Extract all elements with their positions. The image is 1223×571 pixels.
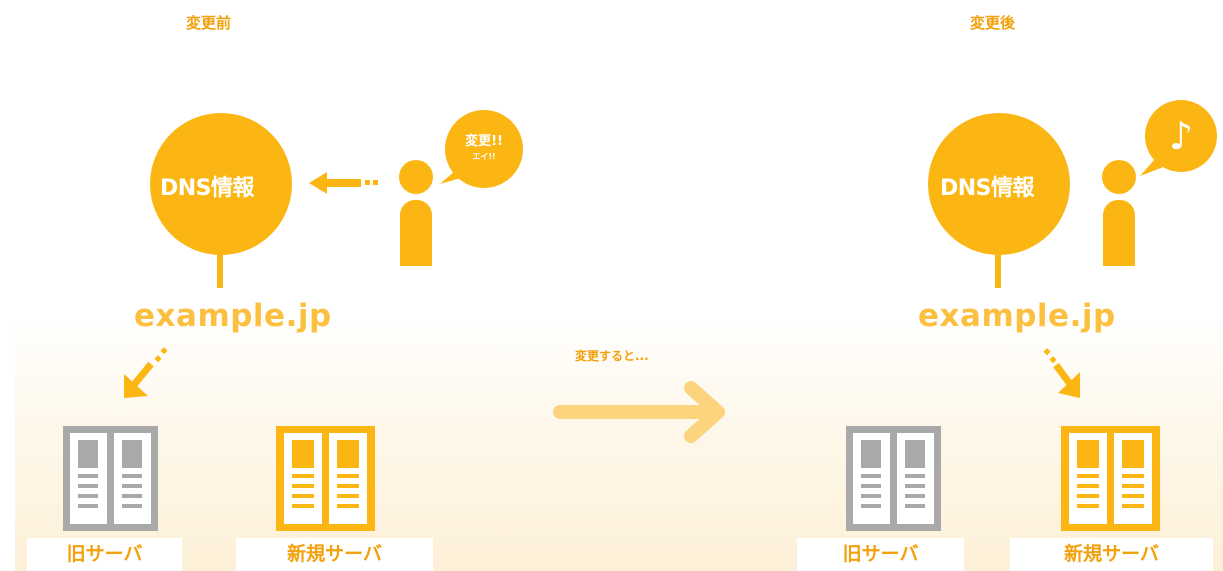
speech-tail-after	[1140, 160, 1166, 176]
transition-arrow-icon	[553, 381, 725, 443]
dns-info-balloon-after	[928, 113, 1070, 255]
balloon-pin-after	[995, 250, 1001, 288]
old-server-label-before: 旧サーバ	[27, 538, 182, 571]
balloon-pin-before	[217, 250, 223, 288]
new-server-icon-after	[1061, 426, 1160, 531]
bottom-gradient-band	[15, 315, 1223, 571]
speech-subtext-before: エイ!!	[472, 152, 496, 161]
arrow-down-left-icon	[124, 347, 168, 398]
dns-info-balloon-before	[150, 113, 292, 255]
after-title: 変更後	[970, 14, 1016, 32]
before-title: 変更前	[186, 14, 232, 32]
speech-tail-before	[440, 170, 468, 184]
speech-text-before: 変更!!	[465, 134, 503, 149]
speech-bubble-after: ♪	[1145, 100, 1217, 172]
domain-label-before: example.jp	[134, 298, 332, 334]
domain-label-after: example.jp	[918, 298, 1116, 334]
old-server-label-after: 旧サーバ	[797, 538, 964, 571]
speech-bubble-before: 変更!! エイ!!	[445, 110, 523, 188]
dns-info-label-after: DNS情報	[940, 176, 1035, 201]
old-server-icon-before	[63, 426, 158, 531]
new-server-icon-before	[276, 426, 375, 531]
arrow-down-right-icon	[1043, 348, 1080, 398]
old-server-icon-after	[846, 426, 941, 531]
arrow-left-icon	[309, 172, 378, 194]
dns-info-label-before: DNS情報	[160, 176, 255, 201]
new-server-label-after: 新規サーバ	[1010, 538, 1213, 571]
music-note-icon: ♪	[1168, 114, 1194, 158]
transition-label: 変更すると...	[575, 349, 649, 363]
new-server-label-before: 新規サーバ	[236, 538, 433, 571]
